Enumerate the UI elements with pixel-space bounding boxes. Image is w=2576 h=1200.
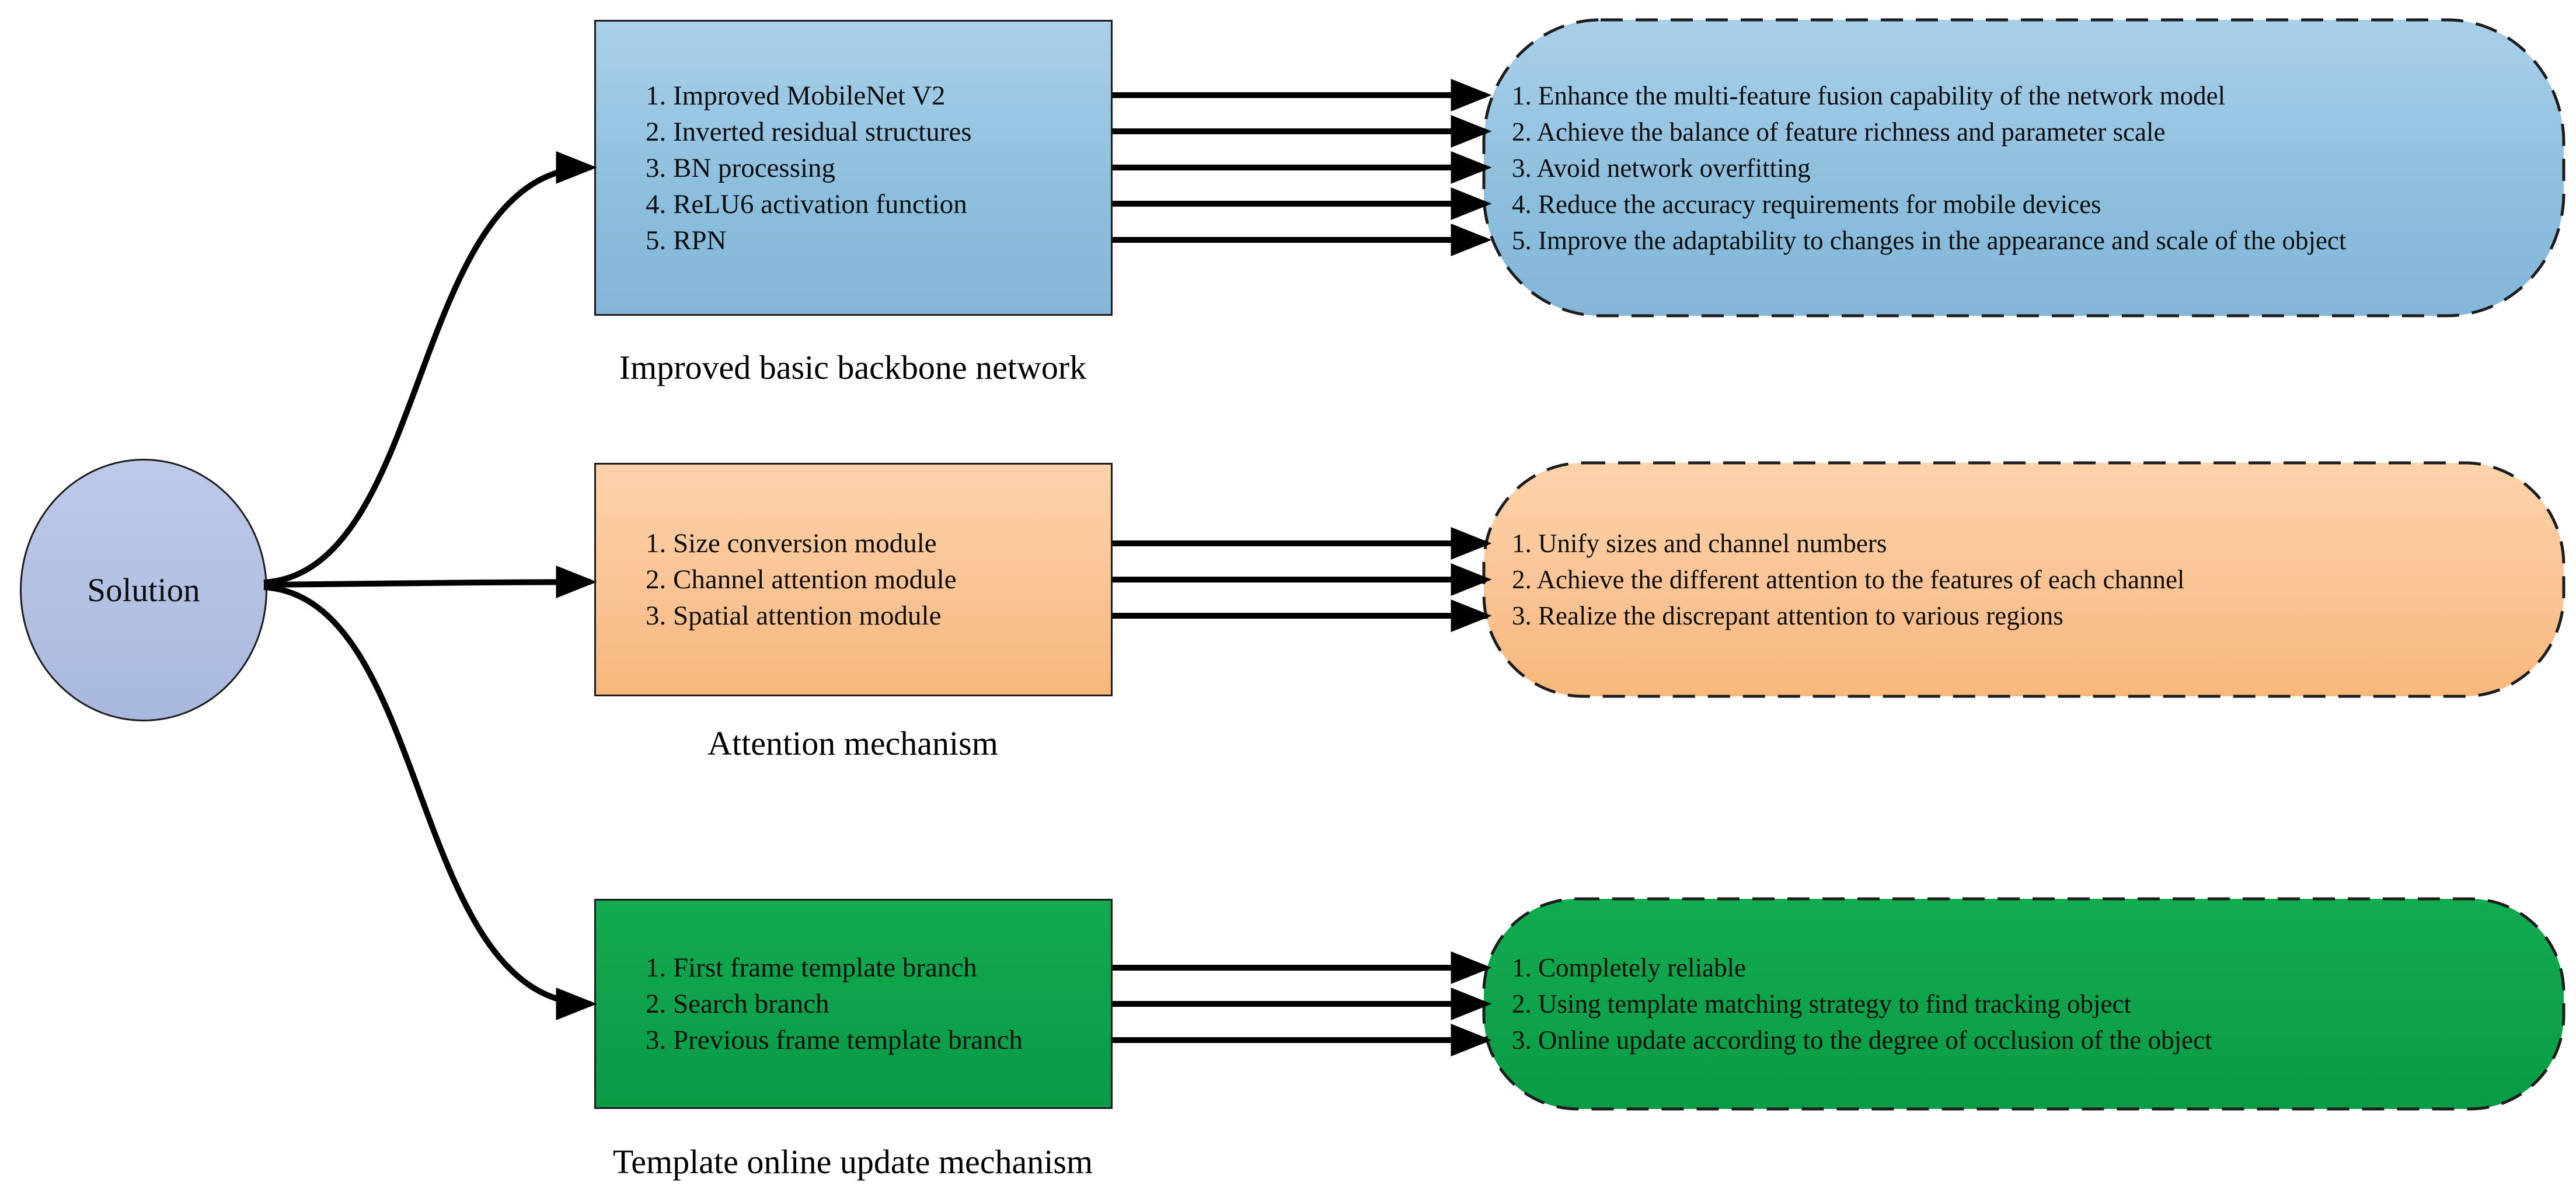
backbone-right-list: 1. Enhance the multi-feature fusion capa…: [1484, 20, 2564, 316]
list-item: 1. Unify sizes and channel numbers: [1512, 529, 1887, 558]
list-item: 2. Achieve the different attention to th…: [1512, 565, 2185, 594]
solution-node: Solution: [20, 459, 267, 721]
list-item: 3. Avoid network overfitting: [1512, 153, 1811, 183]
list-item: 1. Improved MobileNet V2: [646, 80, 946, 111]
list-item: 5. Improve the adaptability to changes i…: [1512, 225, 2347, 255]
list-item: 1. Size conversion module: [646, 528, 937, 559]
solution-label: Solution: [87, 571, 200, 609]
attention-right-list: 1. Unify sizes and channel numbers 2. Ac…: [1484, 463, 2564, 696]
list-item: 3. Spatial attention module: [646, 601, 942, 631]
list-item: 1. First frame template branch: [646, 953, 977, 983]
list-item: 3. Online update according to the degree…: [1512, 1025, 2212, 1055]
attention-left-box: 1. Size conversion module 2. Channel att…: [594, 463, 1113, 696]
list-item: 5. RPN: [646, 225, 727, 256]
list-item: 2. Inverted residual structures: [646, 116, 972, 147]
attention-caption: Attention mechanism: [707, 724, 998, 762]
list-item: 1. Enhance the multi-feature fusion capa…: [1512, 81, 2226, 110]
backbone-left-box: 1. Improved MobileNet V2 2. Inverted res…: [594, 20, 1113, 316]
arrow-solution-to-attention: [263, 566, 597, 599]
template-update-left-box: 1. First frame template branch 2. Search…: [594, 899, 1113, 1109]
template-update-caption: Template online update mechanism: [612, 1143, 1093, 1181]
list-item: 2. Search branch: [646, 989, 829, 1019]
template-update-right-list: 1. Completely reliable 2. Using template…: [1484, 899, 2564, 1109]
list-item: 3. Previous frame template branch: [646, 1025, 1023, 1055]
list-item: 4. ReLU6 activation function: [646, 189, 967, 219]
list-item: 1. Completely reliable: [1512, 953, 1747, 982]
list-item: 4. Reduce the accuracy requirements for …: [1512, 189, 2101, 219]
backbone-caption: Improved basic backbone network: [619, 348, 1087, 386]
list-item: 2. Using template matching strategy to f…: [1512, 989, 2131, 1018]
arrow-solution-to-template-update: [263, 584, 597, 1020]
list-item: 2. Achieve the balance of feature richne…: [1512, 117, 2166, 146]
list-item: 3. Realize the discrepant attention to v…: [1512, 601, 2063, 630]
list-item: 3. BN processing: [646, 152, 836, 183]
list-item: 2. Channel attention module: [646, 564, 957, 595]
